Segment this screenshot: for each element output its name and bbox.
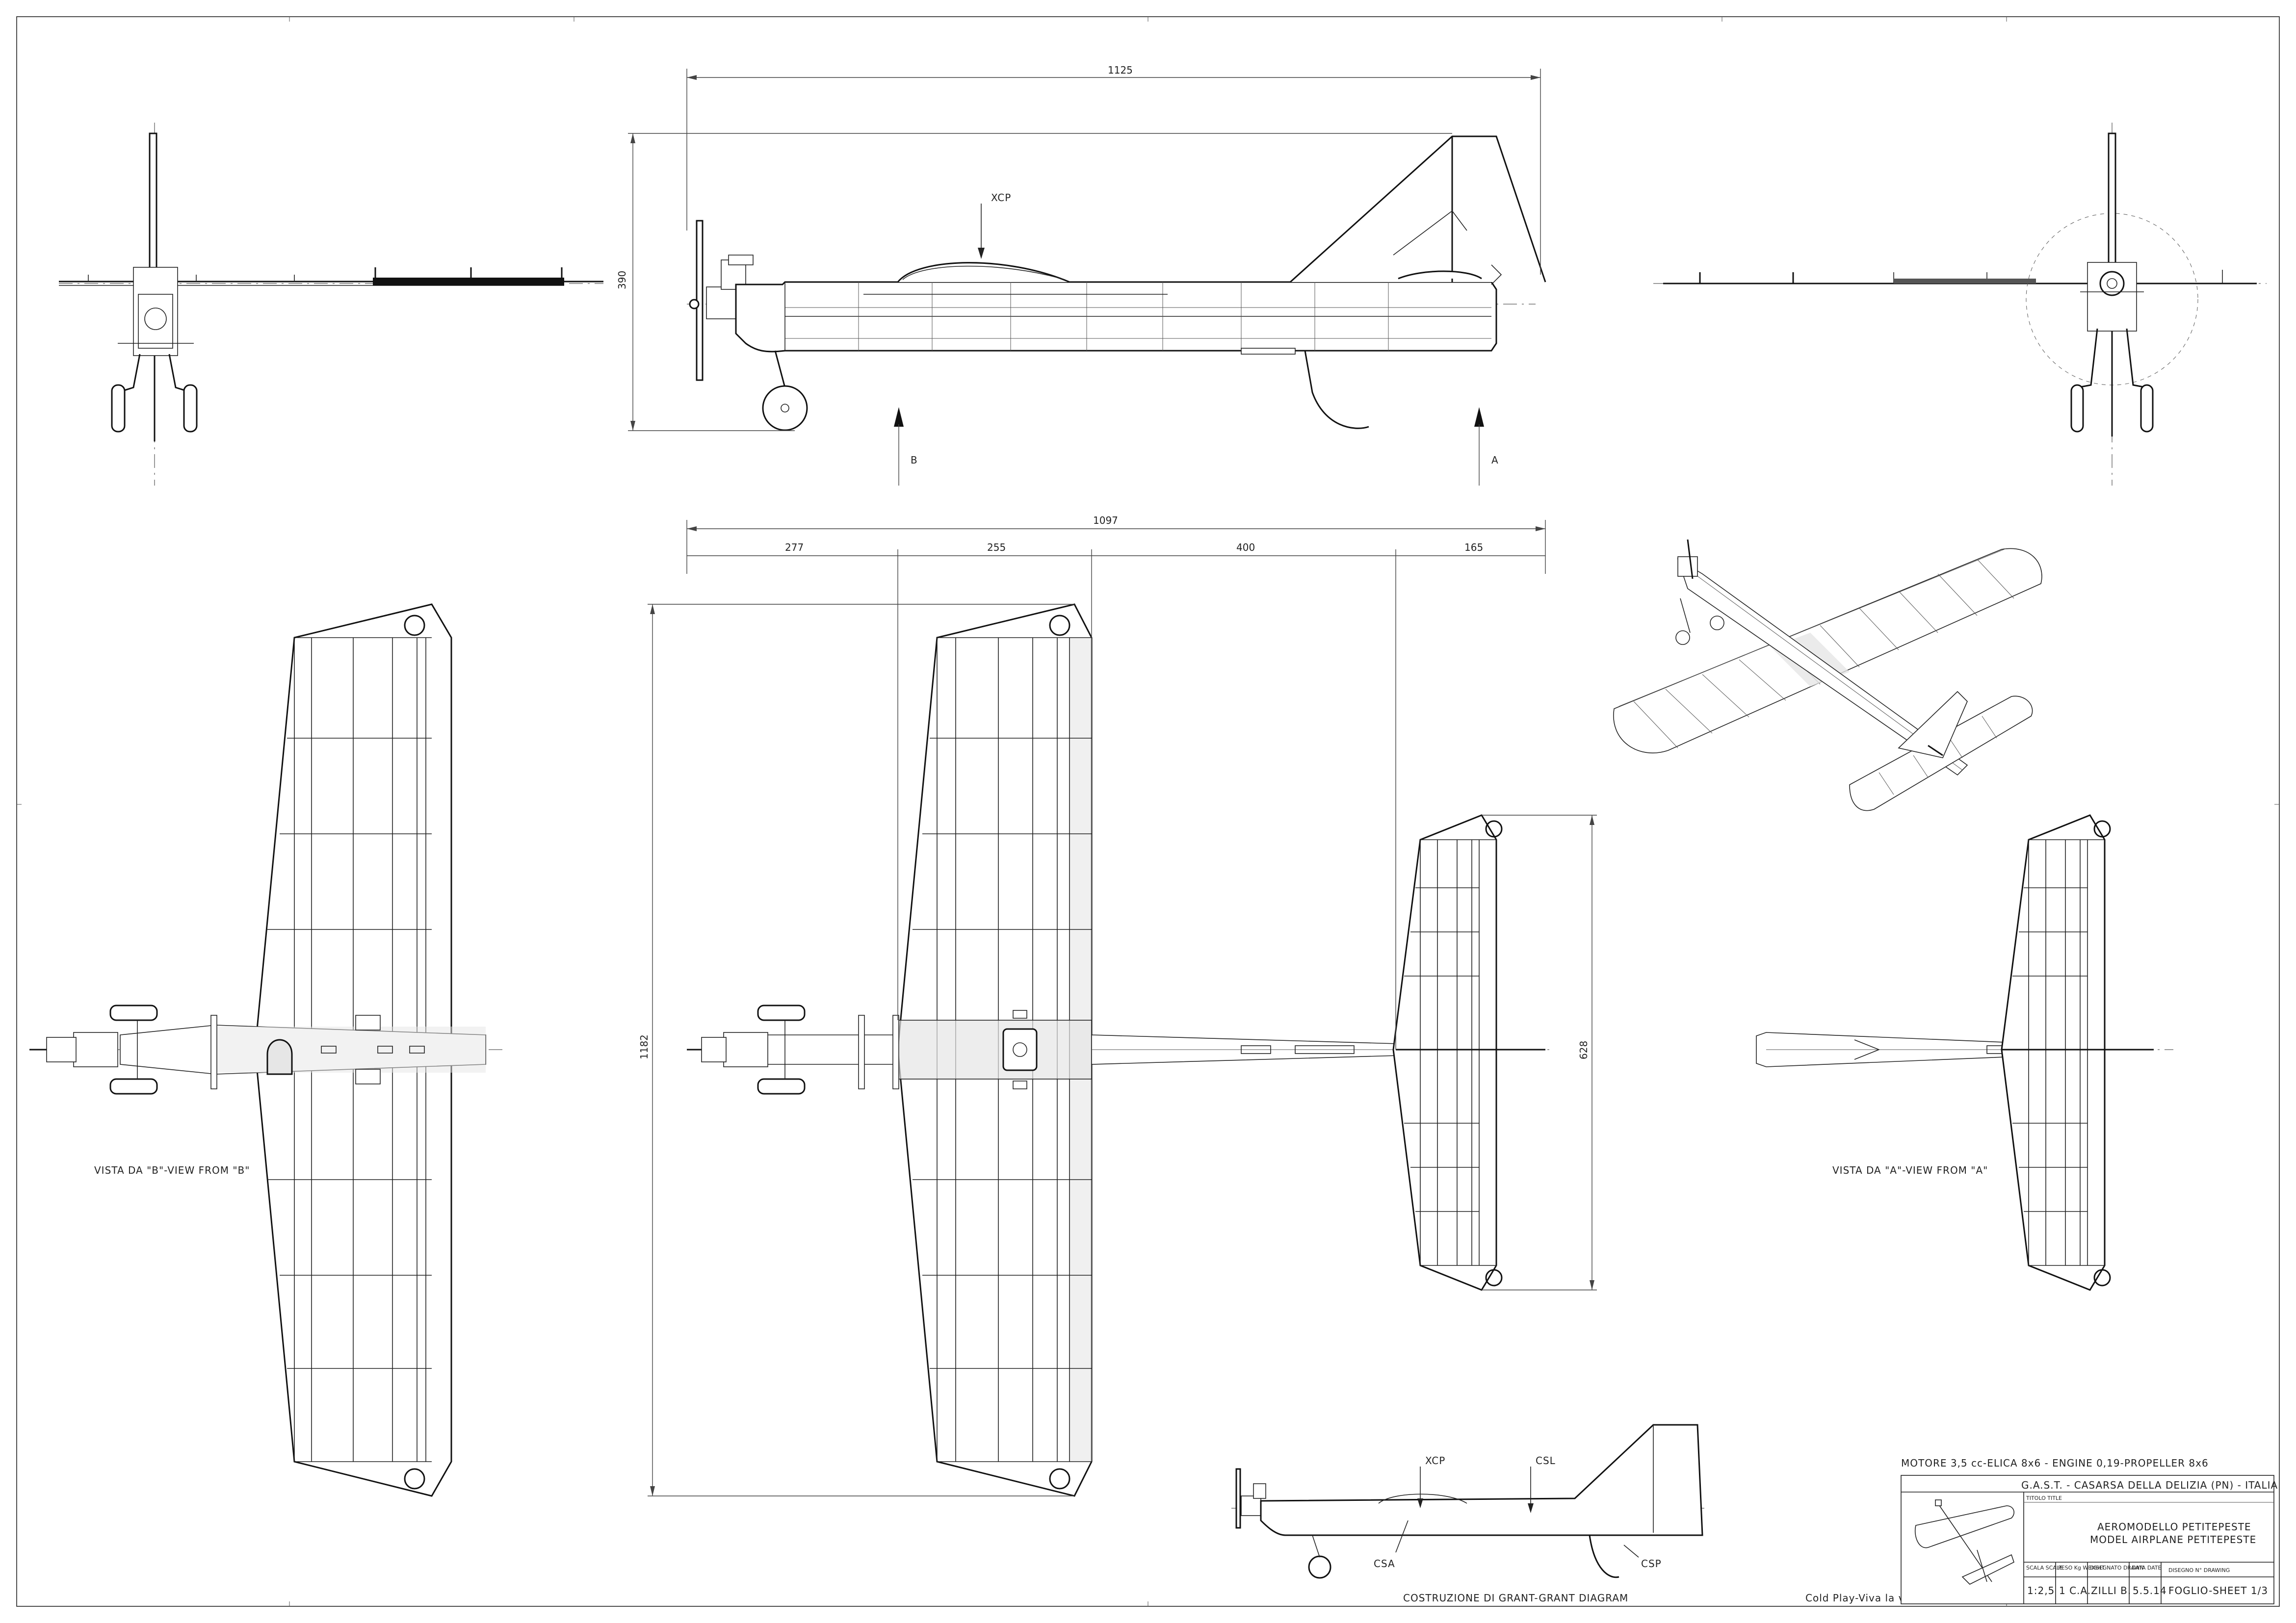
plan-view-right: VISTA DA "A"-VIEW FROM "A" bbox=[1756, 814, 2173, 1291]
drawn-label: DISEGNATO DRAWN bbox=[2090, 1565, 2144, 1571]
scale-label: SCALA SCALE bbox=[2026, 1565, 2063, 1571]
grant-csa-label: CSA bbox=[1374, 1558, 1395, 1570]
grant-diagram: XCP CSL CSA CSP COSTRUZIONE DI GRANT-GRA… bbox=[1231, 1424, 1707, 1604]
date-label: DATA DATE bbox=[2132, 1565, 2162, 1571]
grant-caption: COSTRUZIONE DI GRANT-GRANT DIAGRAM bbox=[1403, 1592, 1628, 1604]
title-label: TITOLO TITLE bbox=[2026, 1495, 2062, 1501]
isometric-view bbox=[1613, 539, 2042, 811]
view-from-a-label: VISTA DA "A"-VIEW FROM "A" bbox=[1832, 1164, 1988, 1176]
grant-xcp-label: XCP bbox=[1425, 1455, 1445, 1467]
sheet-border bbox=[16, 16, 2280, 1607]
engine-note: MOTORE 3,5 cc-ELICA 8x6 - ENGINE 0,19-PR… bbox=[1901, 1457, 2209, 1469]
rear-view-a bbox=[1653, 123, 2267, 486]
title-english: MODEL AIRPLANE PETITEPESTE bbox=[2090, 1534, 2256, 1546]
dimension-segment-1: 277 bbox=[785, 541, 804, 553]
date-value: 5.5.14 bbox=[2133, 1585, 2167, 1597]
dimension-segment-2: 255 bbox=[987, 541, 1006, 553]
xcp-label-side: XCP bbox=[991, 192, 1011, 204]
grant-csp-label: CSP bbox=[1641, 1558, 1662, 1570]
dimension-segment-3: 400 bbox=[1236, 541, 1255, 553]
view-arrow-b bbox=[894, 407, 904, 427]
weight-value: 1 C.A. bbox=[2059, 1585, 2091, 1597]
side-view: XCP 1125 390 B A bbox=[616, 64, 1546, 486]
sheet-value: FOGLIO-SHEET 1/3 bbox=[2168, 1585, 2268, 1597]
dimension-segment-4: 165 bbox=[1464, 541, 1483, 553]
drawing-label: DISEGNO N° DRAWING bbox=[2168, 1567, 2230, 1573]
title-block-thumbnail bbox=[1915, 1499, 2014, 1585]
view-arrow-a-label: A bbox=[1491, 454, 1499, 466]
plan-view-left: VISTA DA "B"-VIEW FROM "B" bbox=[29, 603, 505, 1497]
weight-label: PESO Kg WEIGHT bbox=[2058, 1565, 2105, 1571]
view-from-b-label: VISTA DA "B"-VIEW FROM "B" bbox=[94, 1164, 250, 1176]
grant-csl-label: CSL bbox=[1536, 1455, 1556, 1467]
title-italian: AEROMODELLO PETITEPESTE bbox=[2097, 1521, 2251, 1533]
dimension-length-plan: 1097 bbox=[1093, 515, 1118, 526]
scale-value: 1:2,5 bbox=[2027, 1585, 2055, 1597]
front-view-b bbox=[59, 123, 603, 486]
view-arrow-b-label: B bbox=[911, 454, 918, 466]
view-arrow-a bbox=[1474, 407, 1484, 427]
drawn-value: ZILLI B. bbox=[2091, 1585, 2131, 1597]
dimension-height-side: 390 bbox=[616, 271, 628, 289]
dimension-length-top: 1125 bbox=[1108, 64, 1133, 76]
dimension-span: 1182 bbox=[638, 1034, 650, 1059]
dimension-stab-span: 628 bbox=[1578, 1041, 1590, 1059]
title-block: MOTORE 3,5 cc-ELICA 8x6 - ENGINE 0,19-PR… bbox=[1901, 1457, 2278, 1604]
organization: G.A.S.T. - CASARSA DELLA DELIZIA (PN) - … bbox=[2021, 1479, 2278, 1491]
plan-view-main: 1097 277 255 400 165 1182 628 bbox=[638, 515, 1597, 1497]
